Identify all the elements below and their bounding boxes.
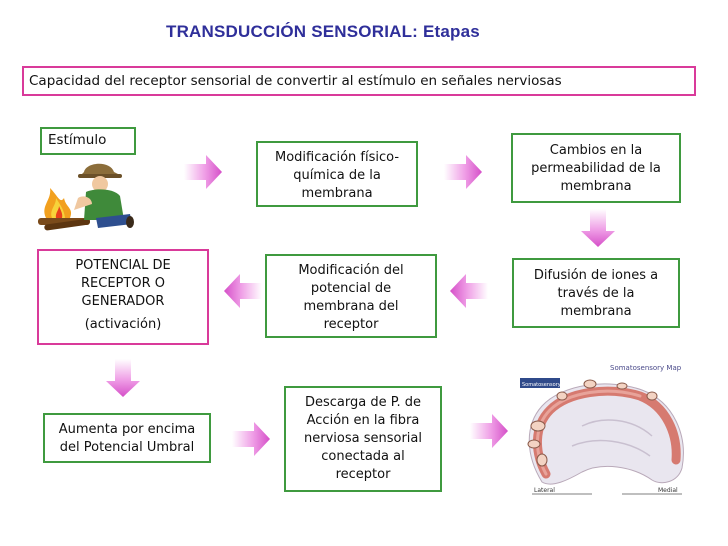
arrow-right-4 — [470, 414, 508, 448]
map-label-medial: Medial — [658, 487, 678, 494]
arrow-left-1 — [224, 274, 262, 308]
map-title: Somatosensory Map — [610, 364, 682, 372]
campfire-illustration — [38, 163, 134, 231]
aumenta-umbral-box: Aumenta por encima del Potencial Umbral — [43, 413, 211, 463]
arrow-left-2 — [450, 274, 488, 308]
arrow-down-1 — [581, 209, 615, 247]
arrow-down-2 — [106, 359, 140, 397]
map-left-tag: Somatosensory — [522, 382, 561, 388]
arrow-right-2 — [444, 155, 482, 189]
descarga-accion-box: Descarga de P. de Acción en la fibra ner… — [284, 386, 442, 492]
definition-banner: Capacidad del receptor sensorial de conv… — [22, 66, 696, 96]
arrow-right-3 — [232, 422, 270, 456]
modificacion-potencial-box: Modificación del potencial de membrana d… — [265, 254, 437, 338]
modificacion-fisicoquimica-box: Modificación físico- química de la membr… — [256, 141, 418, 207]
arrow-right-1 — [184, 155, 222, 189]
somatosensory-map-image: Somatosensory Map Somatosensory Lateral … — [512, 356, 700, 504]
cambios-permeabilidad-box: Cambios en la permeabilidad de la membra… — [511, 133, 681, 203]
difusion-iones-box: Difusión de iones a través de la membran… — [512, 258, 680, 328]
map-label-lateral: Lateral — [534, 487, 555, 494]
potencial-receptor-box: POTENCIAL DE RECEPTOR O GENERADOR (activ… — [37, 249, 209, 345]
page-title: TRANSDUCCIÓN SENSORIAL: Etapas — [166, 22, 480, 41]
estimulo-box: Estímulo — [40, 127, 136, 155]
